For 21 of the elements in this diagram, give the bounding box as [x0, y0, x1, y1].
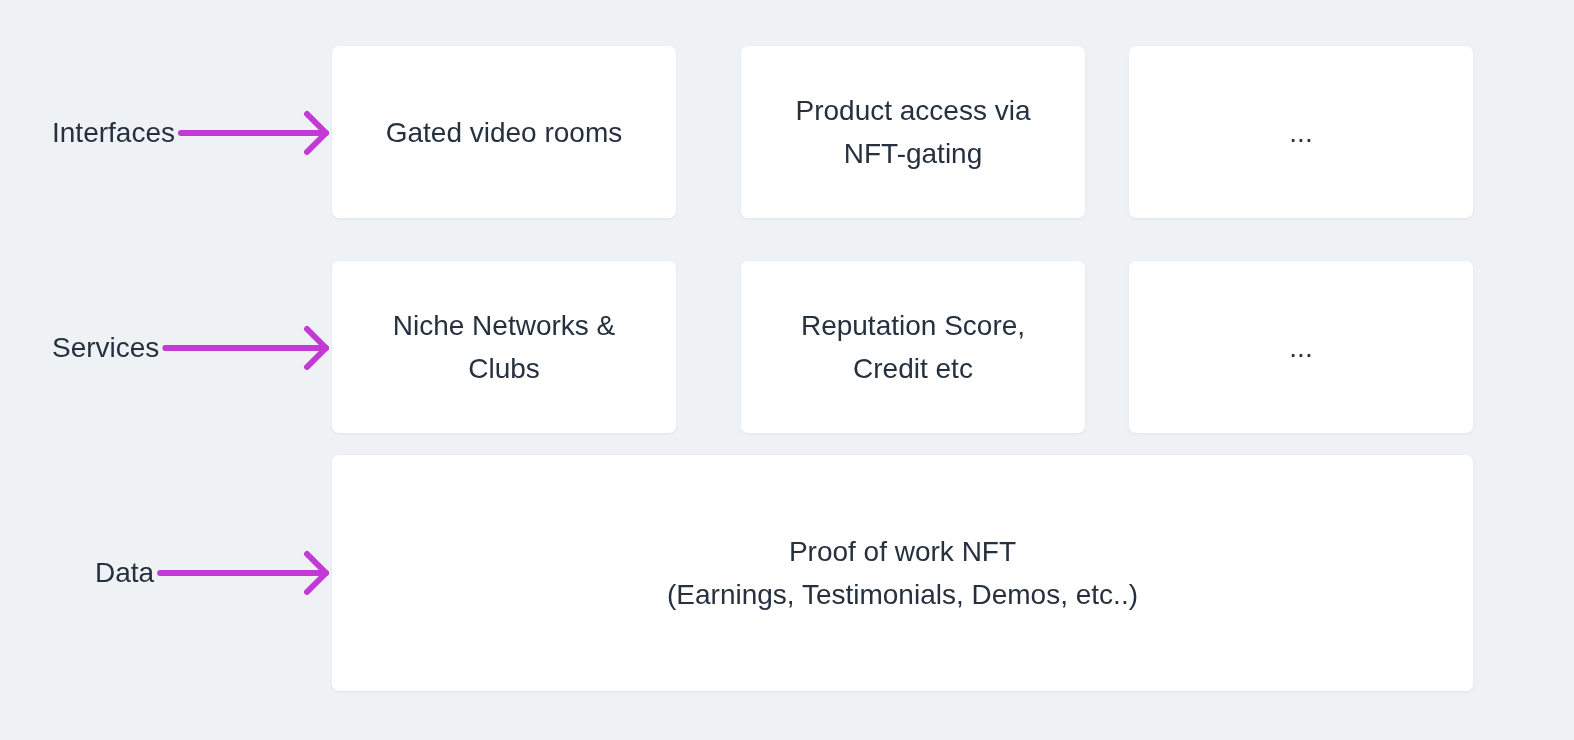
layer-card [741, 46, 1085, 218]
card-text: Product access via NFT-gating [794, 94, 1032, 171]
arrow [162, 326, 329, 370]
layer-card [332, 455, 1473, 691]
layer-card [741, 261, 1085, 433]
card-text: ... [1289, 115, 1313, 150]
layer-card [1129, 261, 1473, 433]
layer-label: Interfaces [52, 116, 175, 150]
card-text: Niche Networks & Clubs [391, 309, 617, 386]
card-text: Proof of work NFT [788, 535, 1017, 569]
layer-card [332, 46, 676, 218]
layer-label: Services [52, 331, 160, 365]
card-text: Gated video rooms [385, 115, 623, 150]
arrow [157, 551, 329, 595]
card-text: ... [1289, 330, 1313, 365]
layer-card [1129, 46, 1473, 218]
arrow [177, 111, 329, 155]
card-text: Reputation Score, Credit etc [799, 309, 1027, 386]
layer-label: Data [95, 556, 155, 590]
card-text: (Earnings, Testimonials, Demos, etc..) [667, 578, 1138, 612]
layer-card [332, 261, 676, 433]
